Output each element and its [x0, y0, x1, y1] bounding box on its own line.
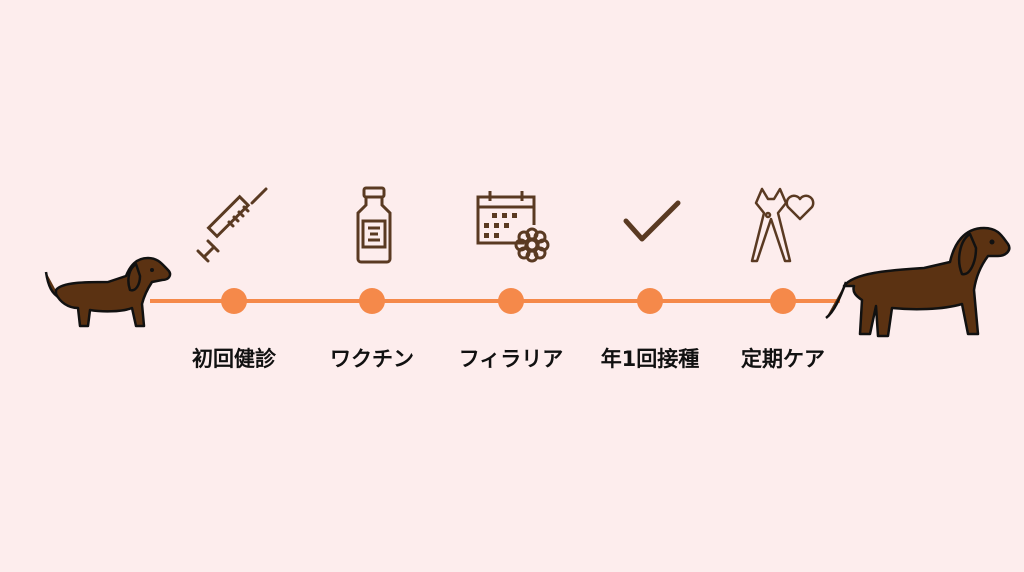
- step-label: フィラリア: [458, 347, 564, 371]
- dachshund-small: [44, 256, 172, 328]
- timeline-dot: [498, 288, 524, 314]
- vial-icon: [356, 186, 392, 264]
- timeline-dot: [359, 288, 385, 314]
- timeline-dot: [637, 288, 663, 314]
- dachshund-large: [825, 226, 1011, 338]
- timeline-dot: [221, 288, 247, 314]
- timeline-dot: [770, 288, 796, 314]
- step-label: ワクチン: [330, 347, 414, 371]
- nail-clipper-heart-icon: [750, 187, 815, 263]
- step-label: 定期ケア: [741, 347, 825, 371]
- calendar-flower-icon: [476, 191, 550, 263]
- step-label: 初回健診: [192, 347, 276, 371]
- step-label: 年1回接種: [600, 347, 700, 371]
- checkmark-icon: [623, 200, 681, 242]
- syringe-icon: [196, 187, 268, 263]
- timeline-line: [150, 299, 840, 303]
